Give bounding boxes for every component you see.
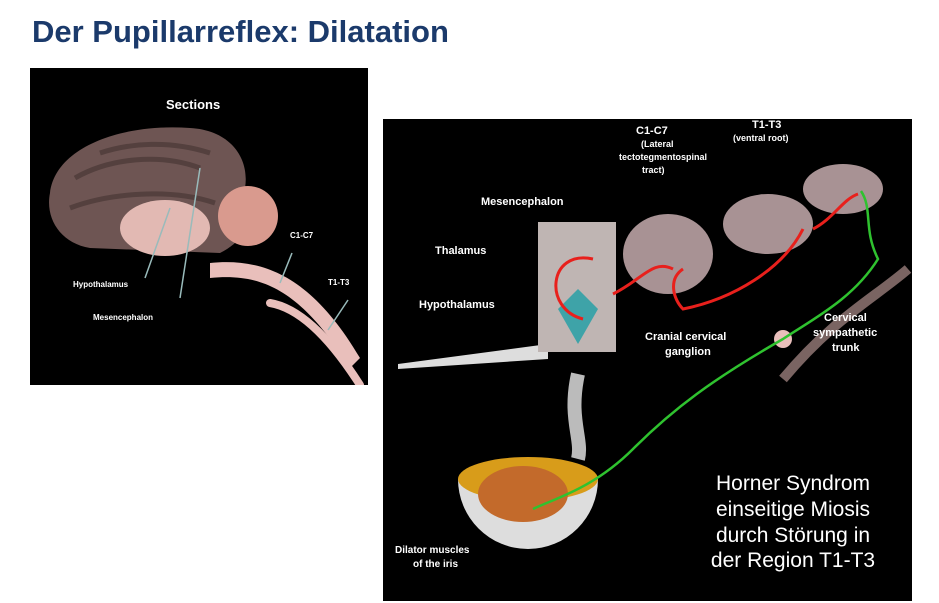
label-t1-t3: T1-T3	[328, 278, 350, 287]
label-cervical-2: sympathetic	[813, 327, 878, 339]
label-hypothalamus: Hypothalamus	[73, 280, 129, 289]
label-thalamus: Thalamus	[435, 245, 487, 257]
label-t1-t3-sub: (ventral root)	[733, 133, 789, 143]
label-c1-c7: C1-C7	[636, 125, 668, 137]
sections-heading: Sections	[166, 97, 221, 112]
annotation-line: der Region T1-T3	[710, 549, 876, 573]
label-cranial-ganglion-2: ganglion	[665, 346, 711, 358]
label-c1-c7-sub3: tract)	[642, 165, 665, 175]
label-mesencephalon: Mesencephalon	[481, 196, 564, 208]
label-c1-c7-sub2: tectotegmentospinal	[619, 152, 708, 162]
label-cervical-3: trunk	[832, 342, 860, 354]
annotation-line: durch Störung in	[715, 523, 871, 547]
label-hypothalamus: Hypothalamus	[419, 299, 495, 311]
label-c1-c7-sub1: (Lateral	[641, 139, 674, 149]
label-cervical-1: Cervical	[824, 312, 867, 324]
label-mesencephalon: Mesencephalon	[93, 313, 154, 322]
horner-syndrome-annotation: Horner Syndrom einseitige Miosis durch S…	[683, 471, 903, 574]
annotation-line: Horner Syndrom	[715, 472, 871, 495]
brain-sections-figure: Sections Hypothalamus Mesencephalon C1-C…	[30, 68, 368, 385]
label-t1-t3: T1-T3	[752, 119, 782, 131]
pupillary-dilation-pathway-figure: C1-C7 (Lateral tectotegmentospinal tract…	[383, 119, 912, 601]
brain-illustration	[49, 127, 364, 385]
pathway-illustration	[398, 164, 912, 549]
slide-title: Der Pupillarreflex: Dilatation	[32, 14, 449, 49]
label-dilator-2: of the iris	[413, 559, 459, 570]
label-cranial-ganglion-1: Cranial cervical	[645, 331, 727, 343]
label-dilator-1: Dilator muscles	[395, 545, 470, 556]
label-c1-c7: C1-C7	[290, 231, 314, 240]
annotation-line: einseitige Miosis	[715, 497, 871, 521]
